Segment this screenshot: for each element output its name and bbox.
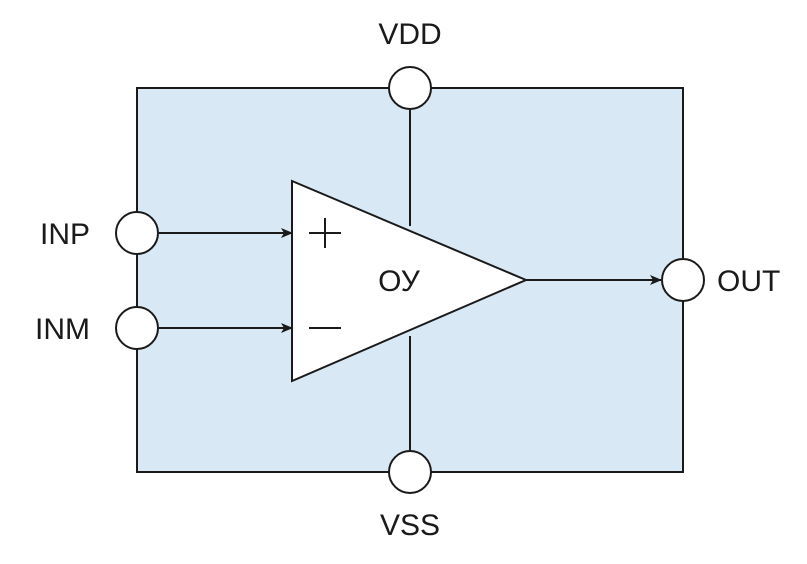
inp-terminal	[115, 211, 159, 255]
opamp-triangle	[291, 179, 529, 383]
inm-label: INM	[35, 313, 90, 346]
vss-label: VSS	[380, 509, 440, 542]
vss-terminal	[388, 450, 432, 494]
opamp-label: ОУ	[378, 265, 421, 298]
plus-sign	[309, 218, 341, 248]
out-terminal	[661, 258, 705, 302]
vdd-label: VDD	[378, 18, 441, 51]
out-label: OUT	[717, 265, 780, 298]
inp-label: INP	[40, 218, 90, 251]
vdd-terminal	[388, 66, 432, 110]
inm-terminal	[115, 306, 159, 350]
